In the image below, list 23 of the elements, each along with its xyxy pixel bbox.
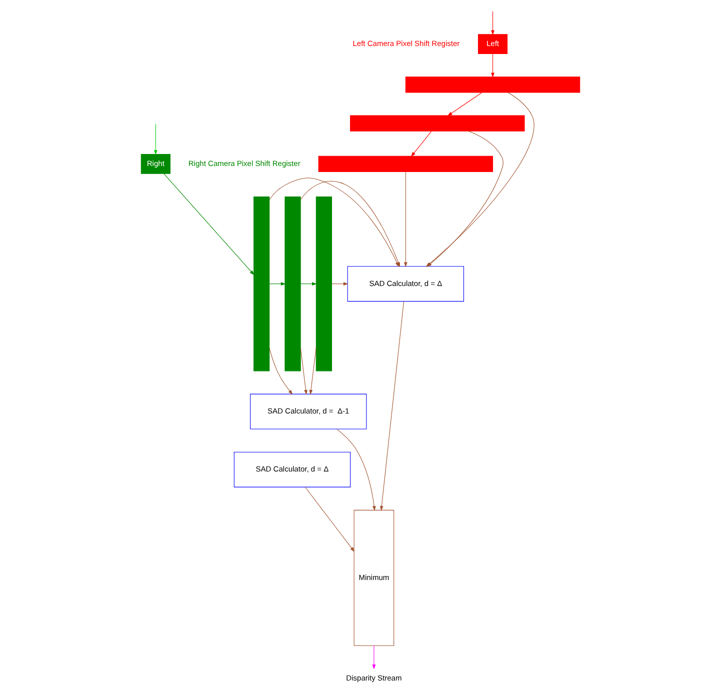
arrow: [268, 282, 286, 286]
node-bar: [404, 76, 580, 93]
arrow: [304, 486, 354, 552]
arrow: [300, 282, 316, 286]
arrow: [268, 348, 292, 395]
node-bar: [284, 196, 300, 372]
node-bar: [318, 156, 493, 172]
arrow: [410, 131, 432, 157]
arrow: [379, 301, 404, 511]
arrow: [403, 172, 407, 268]
node-bar: [350, 115, 524, 132]
arrow: [331, 282, 348, 286]
arrow: [490, 53, 494, 78]
arrow: [372, 645, 376, 670]
arrow: [446, 92, 482, 116]
arrow: [153, 124, 157, 155]
arrow: [336, 428, 376, 511]
node-bar: [253, 196, 270, 372]
arrow: [490, 11, 494, 36]
arrow: [308, 347, 316, 395]
node-bar: [315, 196, 332, 372]
arrow: [300, 347, 307, 395]
arrow: [163, 174, 254, 276]
